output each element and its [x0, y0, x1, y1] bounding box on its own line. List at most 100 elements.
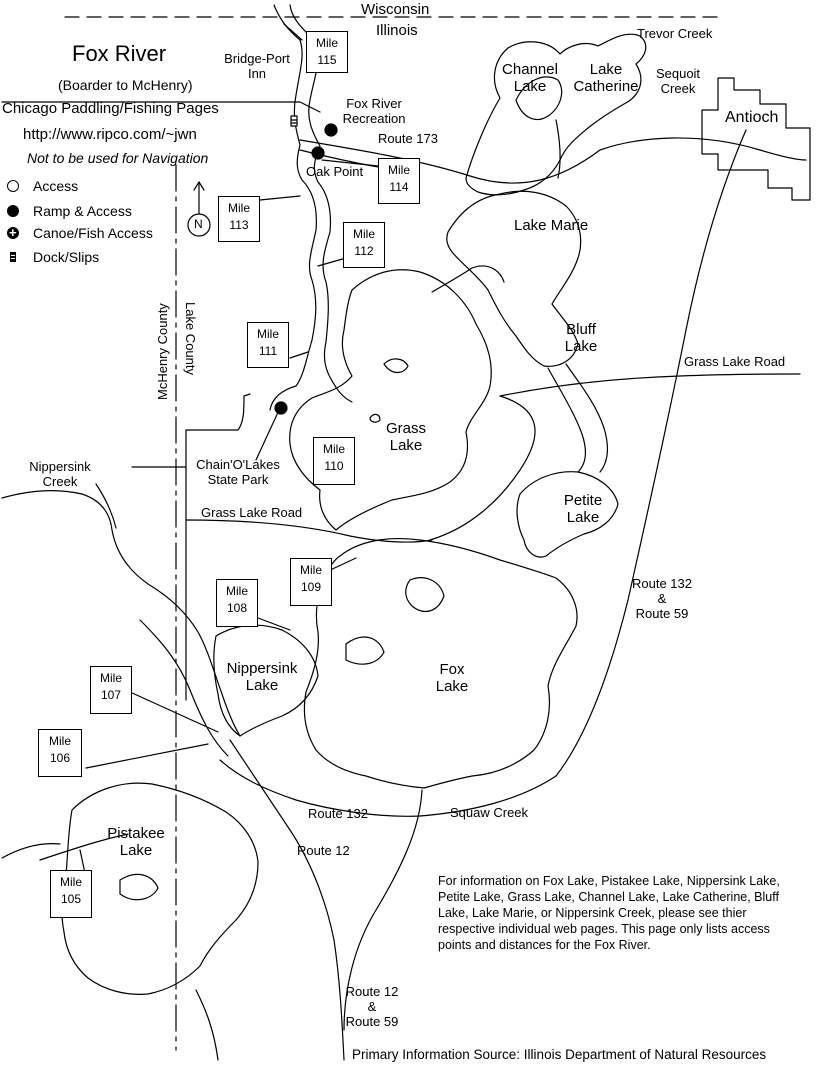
county-label-lake: Lake County: [183, 302, 198, 375]
road-route-12: Route 12: [297, 843, 350, 858]
fox-lake-peninsula-1: [345, 636, 385, 665]
mile-112-pointer: [317, 257, 347, 267]
canoe-fish-icon: [7, 224, 19, 241]
map-subtitle: (Boarder to McHenry): [58, 77, 193, 93]
lake-marie-shore: [446, 190, 582, 367]
channel-lake-inner: [515, 76, 563, 121]
site-url[interactable]: http://www.ripco.com/~jwn: [23, 126, 197, 143]
lake-marie: Lake Marie: [514, 217, 589, 234]
fox-river-west-bank: [269, 4, 317, 411]
river-west-arm: [1, 843, 61, 859]
north-arrow-circle: [187, 213, 211, 237]
nippersink-lake-shore: [213, 624, 319, 737]
header-rule: [1, 101, 321, 113]
route-12-59-road: [343, 789, 423, 1031]
filled-circle-icon: [7, 205, 19, 217]
mile-114-pointer: [321, 159, 379, 167]
north-arrow-label: N: [194, 217, 203, 231]
route-12-road: [229, 739, 345, 1061]
bluff-to-petite-channel: [565, 363, 609, 473]
place-squaw-creek: Squaw Creek: [450, 805, 529, 820]
channel-lake-shore: [465, 33, 647, 196]
lake-marie-inlet: [431, 265, 505, 293]
road-grass-lake-west: Grass Lake Road: [201, 505, 303, 520]
dock-icon: [10, 252, 16, 262]
oak-point-ramp-icon: [311, 146, 325, 160]
pistakee-lake-inner: [119, 873, 159, 901]
north-arrow-head: [193, 181, 205, 191]
road-route-132-59: Route 132&Route 59: [632, 576, 692, 621]
mile-106-pointer: [85, 743, 209, 769]
grass-lake-road-link: [429, 395, 536, 541]
grass-lake-island-1: [383, 358, 409, 374]
route-132-59-road: [419, 129, 747, 817]
road-route-132: Route 132: [308, 806, 368, 821]
fox-lake-shore: [303, 537, 578, 789]
nippersink-road: [139, 619, 229, 757]
fox-river-south: [195, 989, 219, 1061]
nippersink-creek-2: [95, 483, 117, 529]
state-label-illinois: Illinois: [376, 22, 418, 39]
route-132-road: [219, 759, 421, 817]
mile-115-pointer: [283, 23, 303, 41]
road-route-12-59: Route 12&Route 59: [345, 984, 399, 1029]
map-title: Fox River: [72, 41, 167, 66]
mile-111-pointer: [289, 351, 309, 359]
grass-lake-island-2: [369, 413, 381, 423]
navigation-disclaimer: Not to be used for Navigation: [27, 150, 209, 166]
place-antioch: Antioch: [725, 109, 779, 126]
chain-o-lakes-pointer: [255, 407, 281, 461]
legend-label: Dock/Slips: [33, 249, 100, 265]
legend-label: Access: [33, 178, 79, 194]
mile-113-pointer: [259, 195, 301, 201]
antioch-boundary: [701, 77, 811, 201]
chain-o-lakes-ramp-icon: [274, 401, 288, 415]
grass-lake-road-west: [185, 519, 433, 543]
state-label-wisconsin: Wisconsin: [361, 1, 430, 18]
road-route-173: Route 173: [378, 131, 438, 146]
road-grass-lake-east: Grass Lake Road: [684, 354, 786, 369]
grass-lake-shore: [289, 269, 492, 531]
pistakee-west-road: [39, 833, 129, 861]
site-name: Chicago Paddling/Fishing Pages: [2, 100, 219, 117]
bridge-port-dock-icon: [290, 115, 298, 127]
fox-river-recreation-ramp-icon: [324, 123, 338, 137]
route-173-road: [299, 137, 807, 184]
channel-catherine-link: [555, 119, 561, 179]
place-oak-point: Oak Point: [306, 164, 364, 179]
grass-lake-road-east: [499, 373, 801, 397]
legend-label: Ramp & Access: [33, 203, 132, 219]
place-trevor-creek: Trevor Creek: [637, 26, 713, 41]
nippersink-creek: [1, 489, 241, 737]
mile-107-pointer: [129, 691, 219, 733]
source-credit: Primary Information Source: Illinois Dep…: [352, 1047, 767, 1062]
legend-label: Canoe/Fish Access: [33, 225, 153, 241]
info-notes: For information on Fox Lake, Pistakee La…: [438, 874, 780, 952]
fox-lake-peninsula-2: [405, 577, 445, 613]
